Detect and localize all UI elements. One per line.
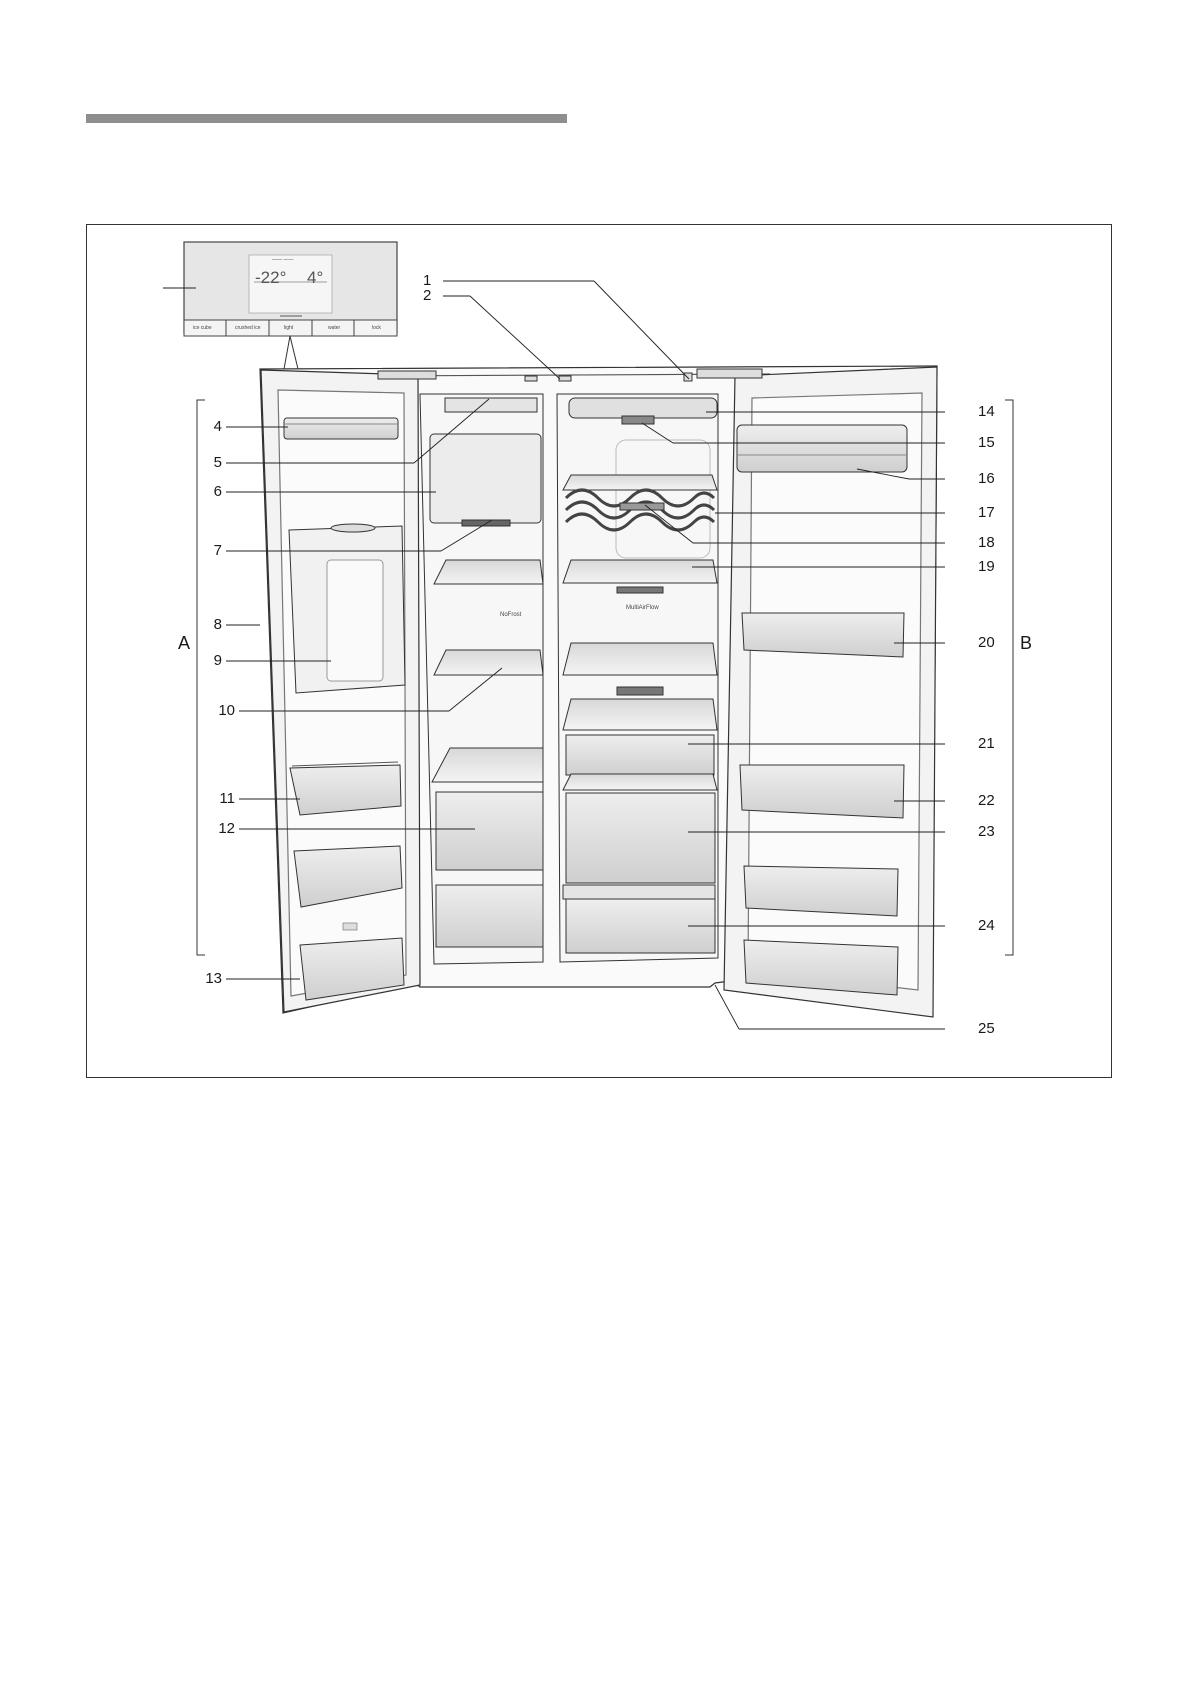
section-label-a: A [178, 633, 190, 654]
freezer-temperature: -22° [255, 268, 286, 288]
freezer-door [261, 370, 420, 1012]
button-crushed-ice[interactable]: crushed ice [235, 325, 261, 331]
callout-19: 19 [978, 559, 995, 575]
freezer-compartment [420, 394, 543, 964]
callout-9: 9 [192, 653, 222, 669]
freezer-door-bin-top [284, 418, 398, 439]
fridge-temperature: 4° [307, 268, 323, 288]
callout-25: 25 [978, 1021, 995, 1037]
fridge-compartment [557, 394, 718, 962]
multiairflow-badge: MultiAirFlow [626, 605, 659, 611]
nofrost-badge: NoFrost [500, 612, 521, 618]
button-light[interactable]: light [284, 325, 293, 331]
freezer-door-bins [290, 762, 404, 1000]
display-header-text: —— —— [272, 257, 293, 263]
callout-12: 12 [205, 821, 235, 837]
button-water[interactable]: water [328, 325, 340, 331]
callout-24: 24 [978, 918, 995, 934]
callout-4: 4 [192, 419, 222, 435]
button-lock[interactable]: lock [372, 325, 381, 331]
callout-17: 17 [978, 505, 995, 521]
ice-water-dispenser-panel [289, 524, 405, 693]
callout-16: 16 [978, 471, 995, 487]
callout-20: 20 [978, 635, 995, 651]
button-ice-cube[interactable]: ice cube [193, 325, 212, 331]
callout-21: 21 [978, 736, 995, 752]
callout-7: 7 [192, 543, 222, 559]
callout-10: 10 [205, 703, 235, 719]
callout-13: 13 [192, 971, 222, 987]
callout-18: 18 [978, 535, 995, 551]
callout-2: 2 [423, 288, 431, 304]
callout-22: 22 [978, 793, 995, 809]
callout-11: 11 [205, 791, 235, 807]
callout-14: 14 [978, 404, 995, 420]
callout-15: 15 [978, 435, 995, 451]
callout-6: 6 [192, 484, 222, 500]
callout-8: 8 [192, 617, 222, 633]
callout-23: 23 [978, 824, 995, 840]
callout-5: 5 [192, 455, 222, 471]
section-label-b: B [1020, 633, 1032, 654]
